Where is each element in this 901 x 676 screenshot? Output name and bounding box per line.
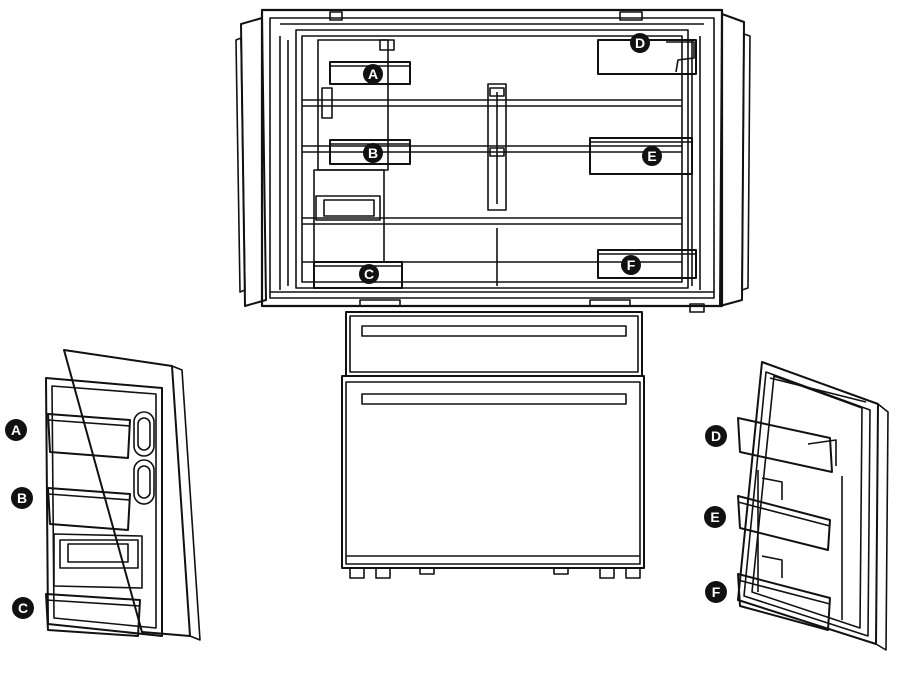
- svg-text:C: C: [18, 600, 28, 616]
- badge-e-right-door: E: [704, 506, 726, 528]
- badge-d-right-door: D: [705, 425, 727, 447]
- refrigerator-open-view: [235, 8, 751, 313]
- svg-text:B: B: [368, 145, 378, 161]
- badge-e-main: E: [642, 146, 662, 166]
- badge-a-main: A: [363, 64, 383, 84]
- right-door-detail: [737, 361, 889, 651]
- badge-c-left-door: C: [12, 597, 34, 619]
- badge-b-main: B: [363, 143, 383, 163]
- badge-f-right-door: F: [705, 581, 727, 603]
- badge-c-main: C: [359, 264, 379, 284]
- svg-text:A: A: [368, 66, 378, 82]
- svg-text:B: B: [17, 490, 27, 506]
- svg-text:D: D: [711, 428, 721, 444]
- badge-a-left-door: A: [5, 419, 27, 441]
- svg-text:F: F: [712, 584, 721, 600]
- freezer-drawers: [341, 311, 645, 579]
- badge-d-main: D: [630, 33, 650, 53]
- svg-text:E: E: [647, 148, 656, 164]
- svg-text:C: C: [364, 266, 374, 282]
- badge-b-left-door: B: [11, 487, 33, 509]
- svg-text:E: E: [710, 509, 719, 525]
- left-door-detail: [45, 349, 201, 641]
- badge-f-main: F: [621, 255, 641, 275]
- svg-text:D: D: [635, 35, 645, 51]
- svg-text:F: F: [627, 257, 636, 273]
- svg-text:A: A: [11, 422, 21, 438]
